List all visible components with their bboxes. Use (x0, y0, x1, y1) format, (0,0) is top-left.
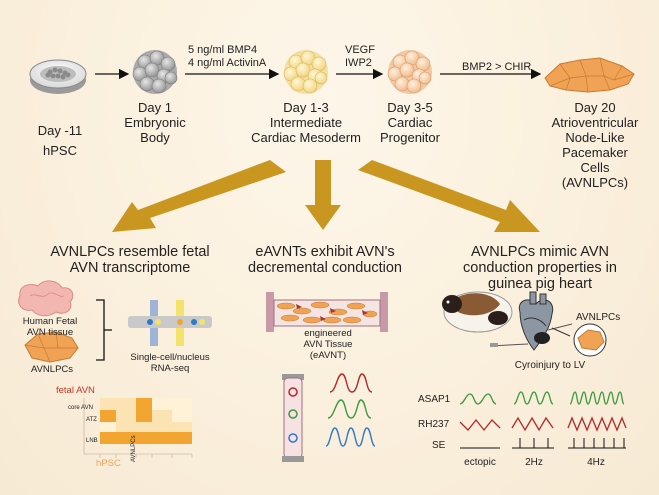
left-panel-title-1: AVNLPCs resemble fetal (50, 244, 210, 260)
conduction-traces (325, 373, 376, 447)
condition-bmp4: 5 ng/ml BMP4 (188, 44, 258, 56)
trace-row-se: SE (432, 440, 446, 451)
heatmap (83, 398, 193, 458)
heatmap-cell (100, 398, 192, 444)
stage-day-2: Day 1-3 (283, 100, 329, 115)
left-panel-title-2: AVN transcriptome (69, 260, 191, 276)
condition-activina: 4 ng/ml ActivinA (188, 57, 267, 69)
avnlpc-label-right: AVNLPCs (576, 312, 621, 323)
avnlpc-sheet-icon (544, 57, 635, 93)
right-panel-title-2: conduction properties in (463, 260, 617, 276)
heatmap-row-label: ATZ (86, 417, 97, 423)
trace-row-asap1: ASAP1 (418, 394, 451, 405)
stage-name-1: Embryonic Body (124, 115, 186, 145)
stage-name-0: hPSC (43, 143, 77, 158)
trace-row-rh237: RH237 (418, 419, 450, 430)
heart-icon (489, 291, 573, 351)
condition-4hz: 4Hz (587, 457, 605, 468)
heatmap-row-label: core AVN (68, 405, 93, 411)
electrode-column-icon (282, 374, 304, 462)
seq-label-1: Single-cell/nucleus (130, 352, 210, 363)
progenitor-cluster-icon (387, 50, 432, 94)
mesoderm-cluster-icon (283, 50, 328, 94)
fetal-tissue-icon (18, 280, 74, 317)
heatmap-title: fetal AVN (56, 385, 95, 396)
stage-day-0: Day -11 (37, 123, 83, 138)
condition-2hz: 2Hz (525, 457, 543, 468)
avnlpc-cells-icon (24, 331, 79, 363)
heatmap-row-label: LNB (86, 438, 98, 444)
condition-bmp2-chir: BMP2 > CHIR (462, 61, 532, 73)
seq-label-2: RNA-seq (150, 363, 190, 374)
eavnt-tissue-icon (266, 292, 388, 332)
gold-arrows (112, 160, 540, 232)
condition-vegf: VEGF (345, 44, 375, 56)
fetal-tissue-label-2: AVN tissue (26, 327, 74, 338)
mid-panel-title-1: eAVNTs exhibit AVN's (255, 244, 395, 260)
mid-panel-title-2: decremental conduction (248, 260, 402, 276)
stage-name-3: Cardiac Progenitor (380, 115, 440, 145)
optical-traces (459, 391, 627, 449)
stage-name-2: Intermediate Cardiac Mesoderm (251, 115, 361, 145)
right-panel-title-1: AVNLPCs mimic AVN (470, 244, 610, 260)
cryoinjury-label: Cyroinjury to LV (514, 360, 586, 371)
stage-day-4: Day 20 (574, 100, 616, 115)
avnlpc-label-left: AVNLPCs (30, 364, 74, 375)
eavnt-label-2: AVN Tissue (303, 339, 353, 350)
eavnt-label-1: engineered (304, 328, 352, 339)
condition-ectopic: ectopic (464, 457, 496, 468)
fetal-tissue-label-1: Human Fetal (22, 316, 78, 327)
heatmap-x-hpsc: hPSC (96, 458, 121, 469)
sequencing-chip-icon (128, 300, 212, 346)
stage-day-3: Day 3-5 (387, 100, 433, 115)
condition-iwp2: IWP2 (345, 57, 372, 69)
guinea-pig-icon (442, 291, 513, 333)
stage-name-4: Atrioventricular Node-Like Pacemaker Cel… (551, 115, 639, 190)
petri-dish-icon (29, 59, 87, 94)
avnlpc-inset-icon (551, 323, 607, 357)
eavnt-label-3: (eAVNT) (309, 350, 347, 361)
stage-day-1: Day 1 (138, 100, 172, 115)
bracket-icon (96, 299, 112, 361)
right-panel-title-3: guinea pig heart (488, 276, 592, 292)
embryonic-body-icon (132, 50, 178, 94)
